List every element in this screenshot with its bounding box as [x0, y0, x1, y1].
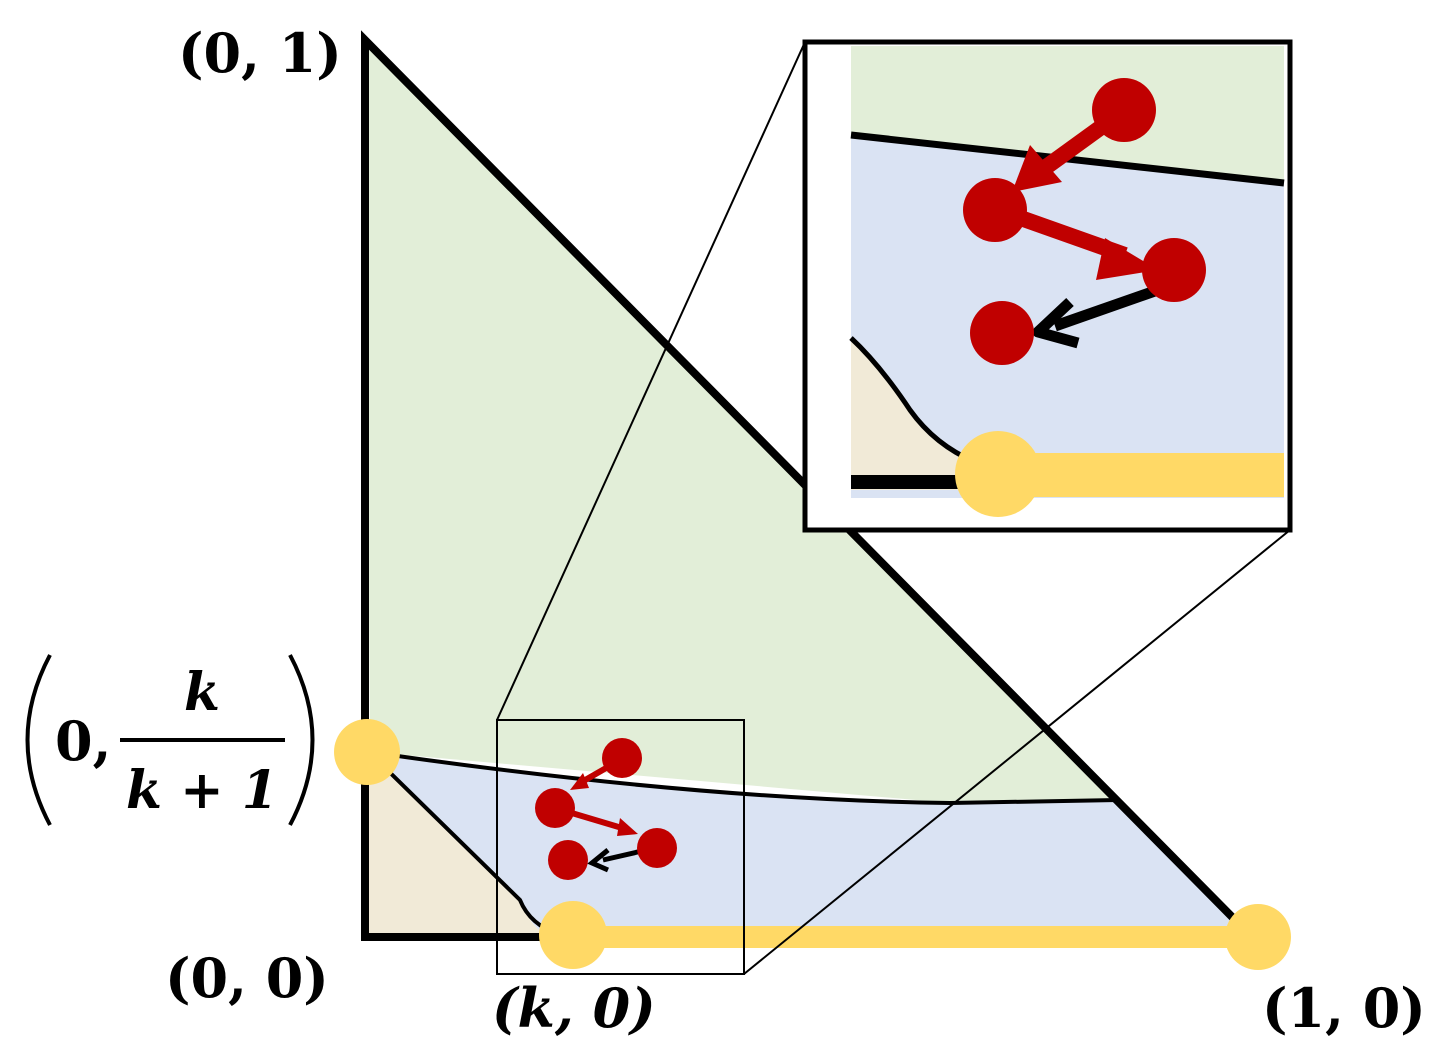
red-dot	[535, 788, 575, 828]
label-k-point: (k, 0)	[492, 976, 656, 1040]
point-k-0	[539, 901, 607, 969]
label-left-numerator: k	[184, 662, 220, 723]
red-dot	[637, 828, 677, 868]
inset-red-dot	[1142, 238, 1206, 302]
blue-region	[370, 752, 1250, 935]
label-left-prefix: 0,	[55, 709, 111, 773]
inset-panel	[802, 39, 1293, 533]
inset-red-dot	[1092, 78, 1156, 142]
red-dot	[602, 738, 642, 778]
inset-red-dot	[963, 178, 1027, 242]
label-left-point: 0, k k + 1	[25, 654, 315, 826]
point-1-0	[1225, 904, 1291, 970]
upper-boundary-curve	[369, 750, 1119, 806]
label-right-vertex: (1, 0)	[1262, 976, 1426, 1040]
inset-point-k-0	[955, 431, 1041, 517]
inset-red-dot	[970, 301, 1034, 365]
zoom-source-box	[496, 719, 745, 975]
zoom-connector-top	[496, 41, 806, 721]
small-dynamics	[535, 738, 677, 880]
point-left-k-over-k1	[334, 719, 400, 785]
label-origin: (0, 0)	[165, 946, 329, 1010]
tan-region	[365, 752, 545, 935]
label-left-denominator: k + 1	[126, 760, 278, 821]
red-dot	[548, 840, 588, 880]
zoom-connector-bottom	[743, 529, 1291, 975]
label-top-vertex: (0, 1)	[178, 21, 342, 85]
